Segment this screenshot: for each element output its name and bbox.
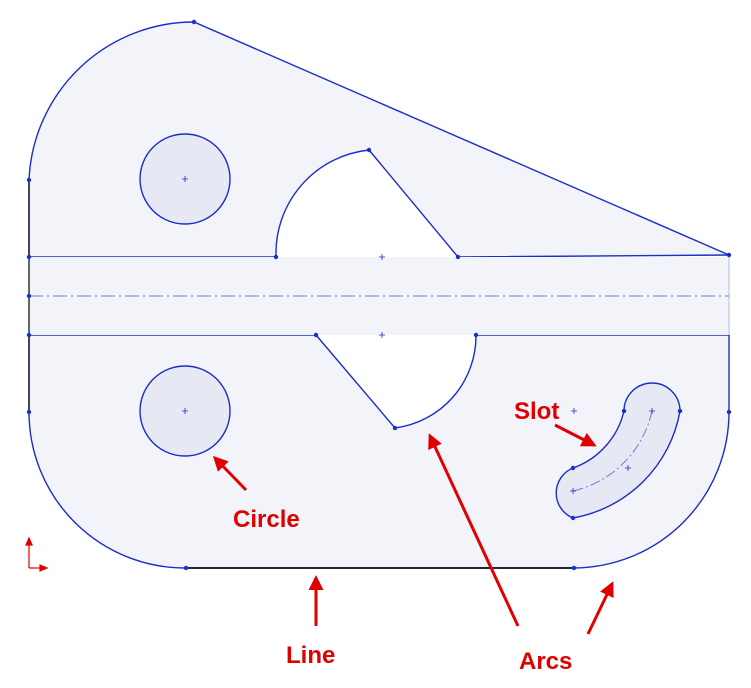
slot-label: Slot [514,398,559,425]
upper-profile [28,21,730,258]
slot-centerline [572,410,653,492]
origin-triad-icon [25,536,49,572]
circle-label: Circle [233,506,300,533]
arcs-label: Arcs [519,648,572,675]
arcs-arrow-left [428,433,520,627]
center-markers [182,176,655,494]
circle-arrow [212,455,248,492]
vertex-points [26,19,732,571]
slot-arrow [554,423,597,447]
arcs-arrow-right [586,581,614,635]
line-label: Line [286,642,335,669]
